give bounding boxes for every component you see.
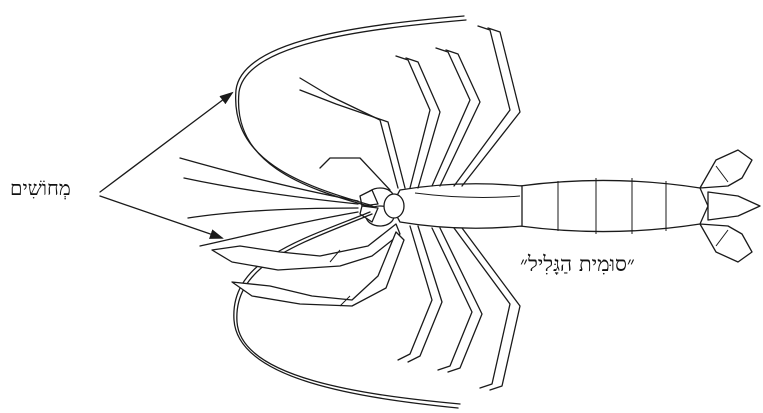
pointer-arrows <box>100 93 232 238</box>
tail-fan <box>700 150 760 262</box>
antennae-label: מְחוֹשִׁים <box>10 176 71 201</box>
legs-upper <box>300 26 520 190</box>
legs-lower <box>398 226 520 390</box>
abdomen <box>520 178 708 234</box>
species-name-label: ״סוּמִית הַגָּלִיל״ <box>520 252 635 277</box>
carapace <box>395 184 522 229</box>
